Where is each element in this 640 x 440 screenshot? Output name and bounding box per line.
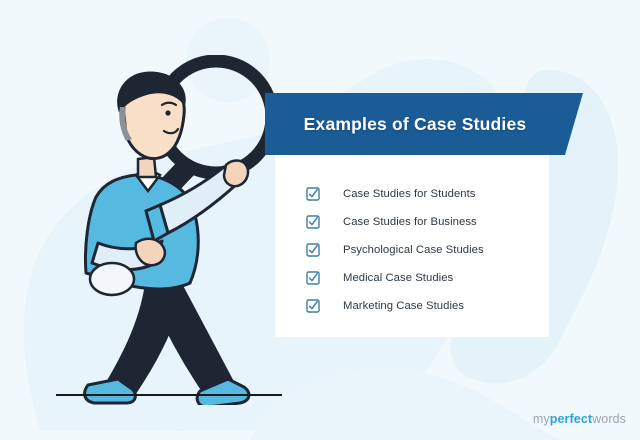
checkbox-checked-icon[interactable] xyxy=(306,271,320,285)
banner-shape xyxy=(265,93,583,155)
checkbox-checked-icon[interactable] xyxy=(306,187,320,201)
list-item-label: Marketing Case Studies xyxy=(343,300,465,312)
list-item-label: Case Studies for Students xyxy=(343,188,476,200)
brand-part-my: my xyxy=(532,412,550,426)
list-item[interactable]: Psychological Case Studies xyxy=(306,236,546,264)
list-item[interactable]: Medical Case Studies xyxy=(306,264,546,292)
checkbox-checked-icon[interactable] xyxy=(306,215,320,229)
brand-part-perfect: perfect xyxy=(549,412,593,426)
brand-part-words: words xyxy=(592,412,626,426)
brand-logo[interactable]: myperfectwords xyxy=(533,412,626,426)
checkbox-checked-icon[interactable] xyxy=(306,299,320,313)
list-item[interactable]: Marketing Case Studies xyxy=(306,292,546,320)
case-study-checklist: Case Studies for Students Case Studies f… xyxy=(306,180,546,320)
list-item-label: Medical Case Studies xyxy=(343,272,454,284)
list-item[interactable]: Case Studies for Students xyxy=(306,180,546,208)
man-with-magnifying-glass-illustration xyxy=(56,55,282,405)
banner: Examples of Case Studies xyxy=(265,93,583,155)
list-item-label: Case Studies for Business xyxy=(343,216,477,228)
page-title: Examples of Case Studies xyxy=(303,113,527,134)
list-item-label: Psychological Case Studies xyxy=(343,244,484,256)
checkbox-checked-icon[interactable] xyxy=(306,243,320,257)
list-item[interactable]: Case Studies for Business xyxy=(306,208,546,236)
